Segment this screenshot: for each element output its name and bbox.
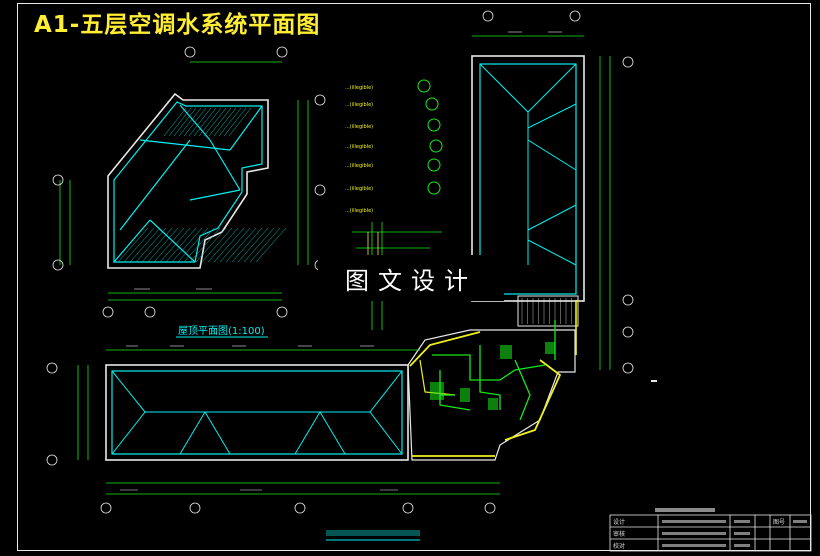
roof-rafter-line bbox=[193, 107, 217, 137]
roof-rafter-line bbox=[173, 107, 197, 137]
legend-symbol-icon bbox=[425, 97, 439, 111]
roof-rafter-line bbox=[203, 107, 227, 137]
main-plan-horizontal-wing bbox=[105, 364, 409, 461]
title-block-cell: 审核 bbox=[613, 530, 625, 538]
connector-zone bbox=[407, 300, 577, 461]
roof-rafter-line bbox=[213, 227, 245, 263]
roof-rafter-line bbox=[198, 107, 222, 137]
legend-item: ...(illegible) bbox=[345, 208, 373, 214]
legend-symbol-icon bbox=[417, 79, 431, 93]
roof-rafter-line bbox=[213, 107, 237, 137]
roof-rafter-line bbox=[117, 227, 149, 263]
roof-rafter-line bbox=[243, 227, 275, 263]
roof-rafter-line bbox=[255, 227, 287, 263]
roof-rafter-line bbox=[231, 227, 263, 263]
roof-rafter-line bbox=[237, 227, 269, 263]
roof-rafter-line bbox=[207, 227, 239, 263]
sheet-title: A1-五层空调水系统平面图 bbox=[34, 12, 321, 38]
roof-dimensions bbox=[59, 61, 309, 301]
roof-rafter-line bbox=[123, 227, 155, 263]
title-block-cell: 图号 bbox=[773, 519, 785, 526]
roof-rafter-line bbox=[223, 107, 247, 137]
main-dimensions bbox=[77, 35, 611, 495]
roof-rafter-line bbox=[135, 227, 167, 263]
roof-rafter-line bbox=[208, 107, 232, 137]
legend-item: ...(illegible) bbox=[345, 85, 373, 91]
watermark-banner: 图文设计 bbox=[318, 255, 504, 301]
stair-lines bbox=[521, 298, 572, 324]
roof-rafter-line bbox=[183, 227, 215, 263]
roof-rafter-line bbox=[195, 227, 227, 263]
roof-rafter-line bbox=[189, 227, 221, 263]
roof-rafter-line bbox=[225, 227, 257, 263]
roof-plan-label: 屋顶平面图(1:100) bbox=[178, 325, 265, 337]
legend-item: ...(illegible) bbox=[345, 102, 373, 108]
legend-symbol-icon bbox=[429, 139, 443, 153]
main-plan-vertical-wing bbox=[471, 55, 585, 327]
title-block-cell: 设计 bbox=[613, 518, 625, 526]
roof-rafter-line bbox=[228, 107, 252, 137]
legend-item: ...(illegible) bbox=[345, 186, 373, 192]
roof-rafter-line bbox=[159, 227, 191, 263]
roof-rafter-line bbox=[218, 107, 242, 137]
sheet-border bbox=[17, 3, 811, 551]
roof-rafter-line bbox=[188, 107, 212, 137]
legend-item: ...(illegible) bbox=[345, 144, 373, 150]
roof-rafter-line bbox=[201, 227, 233, 263]
roof-rafter-line bbox=[153, 227, 185, 263]
roof-rafter-line bbox=[178, 107, 202, 137]
main-axis-bubbles bbox=[46, 10, 634, 514]
roof-rafter-line bbox=[177, 227, 209, 263]
roof-rafter-line bbox=[129, 227, 161, 263]
roof-hatch bbox=[117, 107, 287, 263]
dimension-ticks bbox=[120, 31, 562, 491]
roof-rafter-line bbox=[171, 227, 203, 263]
fan-coil-units bbox=[430, 342, 555, 410]
hvac-water-pipes bbox=[432, 320, 556, 421]
legend: ...(illegible) ...(illegible) ...(illegi… bbox=[345, 79, 443, 330]
roof-rafter-line bbox=[219, 227, 251, 263]
legend-symbol-icon bbox=[427, 158, 441, 172]
roof-rafter-line bbox=[147, 227, 179, 263]
legend-item: ...(illegible) bbox=[345, 163, 373, 169]
roof-rafter-line bbox=[168, 107, 192, 137]
roof-rafter-line bbox=[163, 107, 187, 137]
roof-plan bbox=[107, 92, 269, 269]
legend-symbol-icon bbox=[427, 118, 441, 132]
roof-rafter-line bbox=[183, 107, 207, 137]
roof-rafter-line bbox=[141, 227, 173, 263]
roof-rafter-line bbox=[249, 227, 281, 263]
legend-symbol-icon bbox=[427, 181, 441, 195]
roof-rafter-line bbox=[165, 227, 197, 263]
legend-item: ...(illegible) bbox=[345, 124, 373, 130]
title-block-cell: 校对 bbox=[613, 542, 625, 550]
